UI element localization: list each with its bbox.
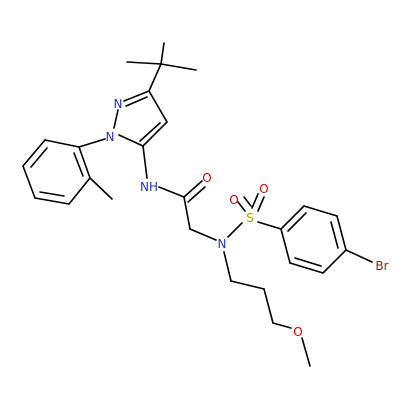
atom-label-nh: NH xyxy=(140,180,158,194)
bond xyxy=(287,212,307,232)
bond xyxy=(257,196,265,212)
bond xyxy=(78,146,91,179)
atom-label-sulfonyl-o-left: O xyxy=(229,193,238,207)
bond xyxy=(158,186,185,198)
bond xyxy=(345,249,373,263)
bond xyxy=(303,205,338,217)
bond xyxy=(160,42,165,65)
bond xyxy=(189,228,217,241)
bond xyxy=(44,139,80,148)
bond xyxy=(257,221,282,230)
bond xyxy=(227,222,243,238)
bond xyxy=(336,215,347,251)
bond xyxy=(73,152,84,177)
bond xyxy=(148,63,162,92)
bond xyxy=(160,63,197,71)
bond xyxy=(263,288,274,324)
bond xyxy=(223,251,232,282)
atom-label-carbonyl-o: O xyxy=(202,171,211,185)
bond xyxy=(89,177,113,200)
atom-label-s: S xyxy=(246,211,254,225)
bond xyxy=(22,165,36,199)
atom-label-n2: N xyxy=(114,97,123,111)
bond xyxy=(237,201,246,212)
bond xyxy=(22,139,46,167)
bond xyxy=(139,122,161,142)
bond xyxy=(118,134,144,147)
atom-label-sulfonamide-n: N xyxy=(218,237,227,251)
bond xyxy=(280,228,291,264)
bond xyxy=(39,191,65,197)
bond xyxy=(78,138,106,148)
bond xyxy=(330,221,339,249)
bond xyxy=(322,249,347,274)
bond xyxy=(294,257,322,267)
bond xyxy=(230,280,265,290)
bond xyxy=(289,262,324,274)
bond xyxy=(243,196,252,207)
bond xyxy=(251,193,259,209)
bond xyxy=(142,145,148,179)
bond xyxy=(68,177,91,205)
atom-label-n1: N xyxy=(106,130,115,144)
bond xyxy=(272,322,292,329)
atom-label-methoxy-o: O xyxy=(293,325,302,339)
bond xyxy=(148,90,168,123)
atom-label-br: Br xyxy=(375,259,388,273)
bond xyxy=(183,180,203,198)
bond xyxy=(123,90,150,102)
bond xyxy=(125,96,148,107)
bond xyxy=(30,147,48,168)
bond xyxy=(301,337,311,367)
bond xyxy=(187,186,206,203)
atom-label-sulfonyl-o-top: O xyxy=(259,182,268,196)
bond xyxy=(34,197,70,205)
bond xyxy=(113,109,119,129)
bond xyxy=(142,121,168,147)
bond xyxy=(183,196,191,230)
bond xyxy=(280,205,305,230)
bond xyxy=(126,61,162,65)
